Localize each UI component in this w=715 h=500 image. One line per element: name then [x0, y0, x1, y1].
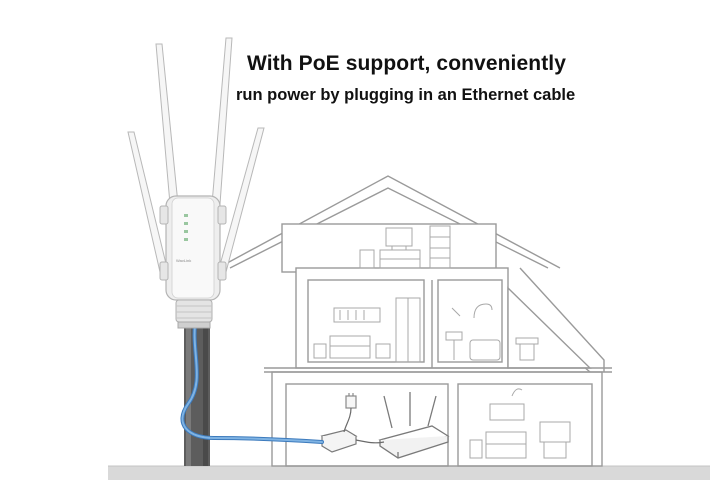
headline-line-1: With PoE support, conveniently [247, 52, 566, 75]
device-brand-label: WavLink [176, 258, 191, 263]
ethernet-cable [180, 316, 324, 444]
poe-injector-icon [320, 429, 358, 453]
headline: With PoE support, conveniently run power… [0, 52, 715, 105]
ground-floor-furniture [469, 388, 571, 459]
power-plug-icon [343, 393, 385, 444]
ground-strip [108, 466, 710, 480]
outdoor-access-point-icon: WavLink [127, 37, 265, 329]
living-room-furniture [313, 297, 421, 363]
house-icon [217, 175, 612, 467]
attic-furniture [359, 225, 451, 269]
headline-line-2: run power by plugging in an Ethernet cab… [236, 86, 576, 104]
bathroom-furniture [445, 303, 539, 361]
router-icon [378, 392, 450, 459]
